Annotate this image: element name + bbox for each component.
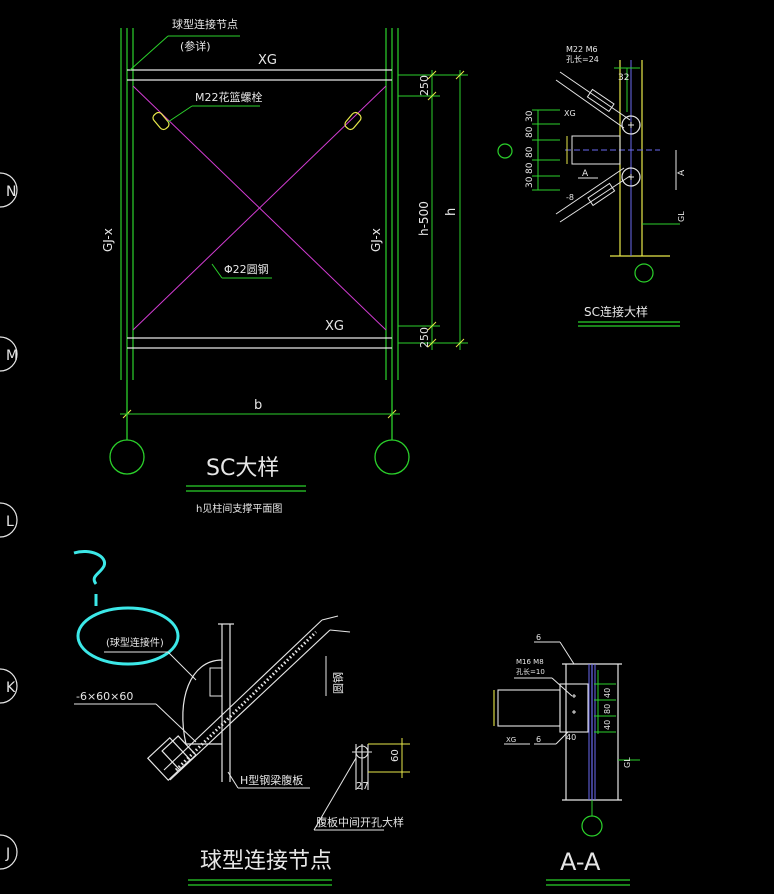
xg-bottom-label: XG [325,319,344,334]
aa-six-bottom: 6 [536,735,541,744]
xg-top-label: XG [258,53,277,68]
grid-bubbles [0,172,18,870]
h-web-label: H型钢梁腹板 [240,773,303,787]
pin-icons [621,115,641,187]
sc-conn-title: SC连接大样 [584,304,648,319]
sc-plan-title: SC大样 [206,456,279,481]
aa-beam [493,683,589,733]
question-mark-icon [73,550,107,585]
grid-label-m: M [6,348,18,364]
hole-dims [368,738,410,778]
lower-rod [555,167,631,223]
node-label-1: 球型连接节点 [172,17,238,31]
conn-axis-bubble [634,263,654,283]
dim-h: h [444,208,459,216]
ball-node-title: 球型连接节点 [200,849,332,874]
sc-plan-note: h见柱间支撑平面图 [196,502,282,515]
dim-30a: 30 [525,110,535,122]
upper-rod [555,71,631,129]
aa-bolt-1: M16 M8 [516,658,544,666]
aa-dim-80: 80 [603,704,612,714]
conn-a-right: A [677,169,687,176]
ball-icon [182,659,223,745]
dim-80a: 80 [525,126,535,138]
aa-axis-bubble [581,815,603,837]
hole-note: 腹板中间开孔大样 [316,815,404,829]
dim-top: 250 [418,75,431,96]
dim-mid: h-500 [417,201,431,236]
aa-dim-40b: 40 [603,720,612,730]
conn-gl: GL [677,211,686,222]
col-right-label: GJ-x [369,228,383,252]
dim-80b: 80 [525,146,535,158]
grid-label-k: K [6,680,16,696]
aa-section: 40 80 40 6 M16 M8 孔长=10 XG 6 40 GL A-A [493,633,640,886]
columns [120,28,399,380]
dim-80c: 80 [525,162,535,174]
dimension-lines [120,70,468,420]
h-web [218,623,234,782]
aa-bolt-2: 孔长=10 [516,667,545,676]
xg-stub [566,135,621,165]
beams [127,69,392,349]
ball-label: (球型连接件) [106,636,164,649]
bolt-label: M22花篮螺栓 [195,90,263,104]
node-label-2: (参详) [180,39,211,53]
nut-icons [146,735,197,782]
column-gl [610,60,670,257]
highlight-ellipse [76,606,180,666]
dim-27: 27 [356,781,369,792]
dimension-ticks [122,70,465,419]
sc-connection-detail: 30 80 80 80 30 32 M22 M6 孔长=24 XG A A GL… [497,45,687,327]
dim-30b: 30 [525,176,535,188]
dim-b: b [254,398,262,413]
threaded-rod [163,615,351,781]
aa-gl: GL [623,757,632,768]
conn-minus: -8 [566,193,574,202]
conn-xg: XG [564,109,576,118]
aa-xg: XG [506,736,516,744]
grid-label-n: N [6,184,16,200]
ball-node-detail: (球型连接件) -6×60×60 圆钢 H型钢梁腹板 [73,550,410,886]
grid-label-j: J [5,846,10,862]
aa-six-top: 6 [536,633,541,642]
plate-label: -6×60×60 [76,690,133,703]
sc-plan: 球型连接节点 (参详) XG M22花篮螺栓 Φ22圆钢 XG GJ-x GJ-… [101,17,468,515]
conn-bolt-2: 孔长=24 [566,54,599,64]
dim-bottom: 250 [418,327,431,348]
col-left-label: GJ-x [101,228,115,252]
conn-bolt-1: M22 M6 [566,45,598,54]
diagonal-rods [132,85,387,331]
aa-dims [594,670,640,761]
aa-title: A-A [560,848,601,876]
conn-a-left: A [582,169,589,179]
grid-label-l: L [6,514,14,530]
dim-32: 32 [618,73,629,83]
left-dims [532,67,640,191]
turnbuckle-icons [152,111,362,131]
axis-bubbles [109,380,410,475]
aa-forty: 40 [566,733,576,742]
dim-60: 60 [390,749,401,762]
rod-label: Φ22圆钢 [224,263,269,276]
aa-dim-40a: 40 [603,688,612,698]
hole-detail [352,744,372,790]
rod-side-label: 圆钢 [332,672,345,694]
